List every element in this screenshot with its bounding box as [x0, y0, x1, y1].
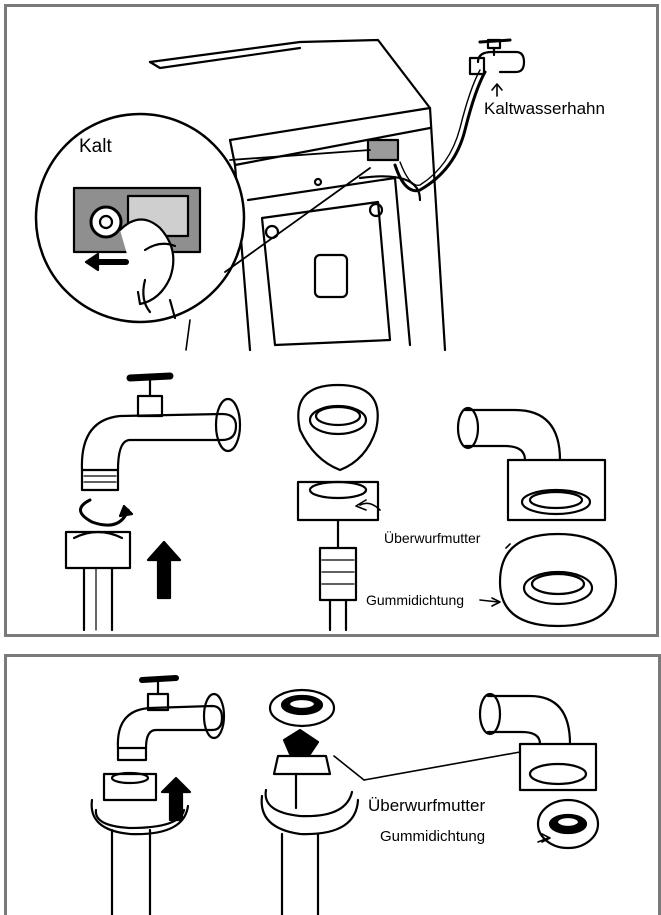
- label-ueberwurfmutter-bottom: Überwurfmutter: [368, 796, 485, 816]
- label-gummidichtung-bottom: Gummidichtung: [380, 828, 485, 845]
- bottom-tap-assembly: [92, 678, 224, 915]
- label-ueberwurfmutter-top: Überwurfmutter: [384, 530, 480, 546]
- label-leaders-top: [356, 500, 510, 606]
- label-kaltwasserhahn: Kaltwasserhahn: [484, 99, 605, 119]
- label-gummidichtung-top: Gummidichtung: [366, 592, 464, 608]
- angled-connector-detail: [458, 408, 616, 626]
- bottom-angled-connector: [480, 694, 598, 848]
- label-kalt: Kalt: [79, 136, 112, 158]
- bottom-nut-with-seal: [262, 690, 358, 915]
- inlet-hose: [395, 70, 485, 191]
- tap-with-connector: [66, 376, 240, 630]
